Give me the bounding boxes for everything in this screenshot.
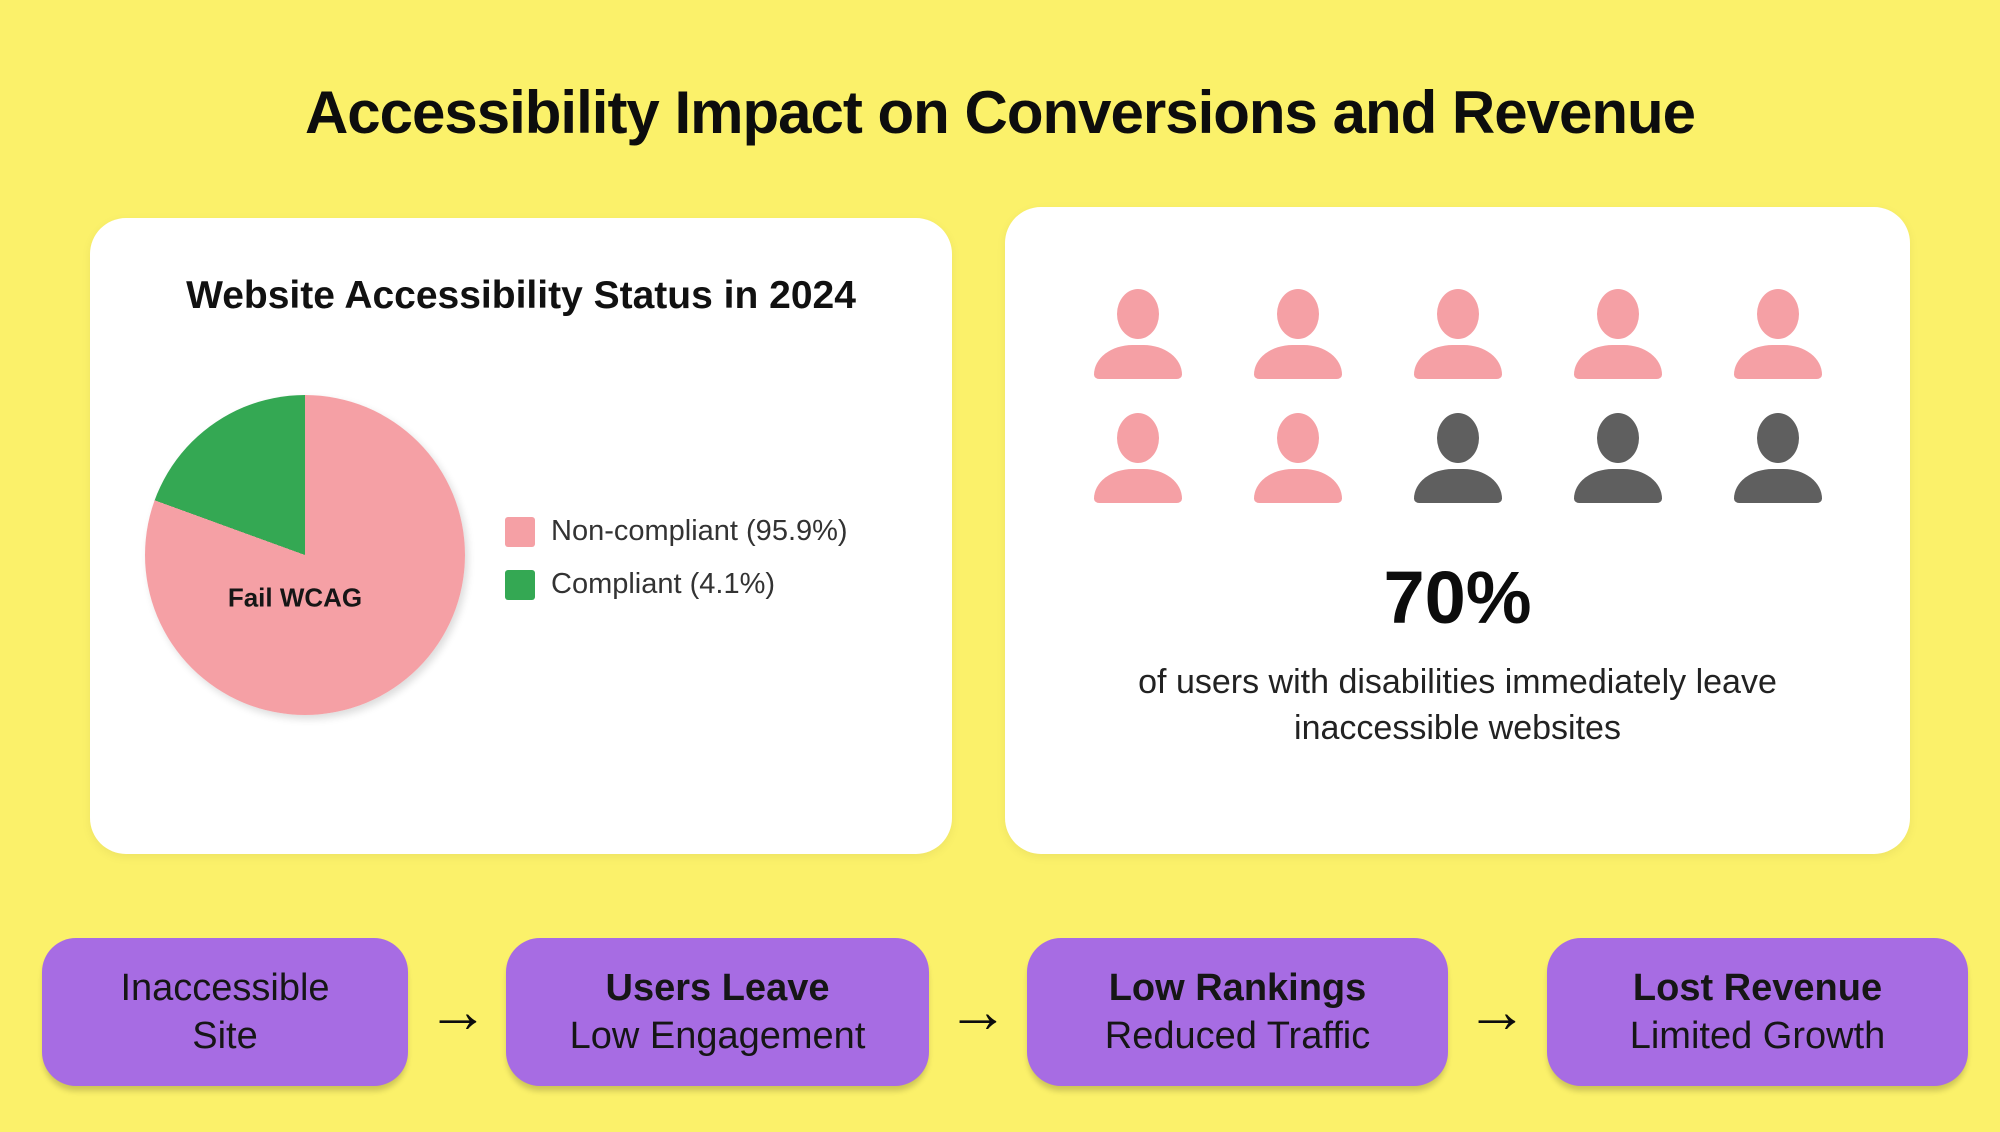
right-arrow-icon: → [427, 977, 489, 1046]
person-head [1116, 289, 1159, 339]
person-icon-leaving [1253, 413, 1342, 503]
person-head [1756, 413, 1799, 463]
person-torso [1573, 469, 1662, 503]
flow-step-line1: Lost Revenue [1632, 967, 1883, 1009]
pie-chart [145, 395, 465, 715]
flow-step-line2: Site [192, 1015, 258, 1057]
flow-step-inaccessible-site: Inaccessible Site [42, 938, 408, 1086]
flow-step-lost-revenue: Lost Revenue Limited Growth [1547, 938, 1968, 1086]
person-head [1596, 413, 1639, 463]
person-icon-staying [1573, 413, 1662, 503]
right-arrow-icon: → [1466, 977, 1528, 1046]
page-title: Accessibility Impact on Conversions and … [304, 79, 1696, 146]
flow-step-line2: Reduced Traffic [1104, 1015, 1371, 1057]
person-icon-leaving [1253, 289, 1342, 379]
flow-step-line2: Limited Growth [1629, 1015, 1886, 1057]
pie-slice-label: Fail WCAG [227, 582, 363, 613]
stat-caption-line2: inaccessible websites [1294, 709, 1621, 747]
flow-step-line1: Users Leave [605, 967, 830, 1009]
person-head [1436, 413, 1479, 463]
person-torso [1093, 345, 1182, 379]
person-icon-leaving [1733, 289, 1822, 379]
person-torso [1733, 469, 1822, 503]
legend-item-compliant: Compliant (4.1%) [505, 568, 848, 601]
legend-swatch-noncompliant [505, 516, 535, 547]
flow-step-line1: Low Rankings [1108, 967, 1367, 1009]
person-torso [1413, 345, 1502, 379]
legend-item-noncompliant: Non-compliant (95.9%) [505, 515, 848, 548]
legend-swatch-compliant [505, 569, 535, 600]
person-icon-staying [1733, 413, 1822, 503]
person-head [1276, 289, 1319, 339]
person-torso [1253, 469, 1342, 503]
person-torso [1733, 345, 1822, 379]
person-head [1436, 289, 1479, 339]
pictogram-row [1093, 289, 1822, 379]
person-icon-leaving [1413, 289, 1502, 379]
pie-chart-title: Website Accessibility Status in 2024 [186, 274, 856, 317]
stat-caption: of users with disabilities immediately l… [1005, 659, 1910, 751]
person-icon-leaving [1573, 289, 1662, 379]
legend-label-noncompliant: Non-compliant (95.9%) [551, 515, 848, 547]
pie-legend: Non-compliant (95.9%) Compliant (4.1%) [505, 515, 848, 601]
person-torso [1253, 345, 1342, 379]
pictogram-row [1093, 413, 1822, 503]
flow-step-line2: Low Engagement [569, 1015, 866, 1057]
person-head [1756, 289, 1799, 339]
pie-chart-card: Website Accessibility Status in 2024 Fai… [90, 218, 952, 854]
right-arrow-icon: → [947, 977, 1009, 1046]
legend-label-compliant: Compliant (4.1%) [551, 568, 776, 600]
stat-card: 70% of users with disabilities immediate… [1005, 207, 1910, 854]
person-head [1596, 289, 1639, 339]
pictogram-grid [1005, 289, 1910, 503]
person-icon-leaving [1093, 413, 1182, 503]
person-torso [1573, 345, 1662, 379]
person-torso [1413, 469, 1502, 503]
person-icon-leaving [1093, 289, 1182, 379]
person-torso [1093, 469, 1182, 503]
flow-step-users-leave: Users Leave Low Engagement [506, 938, 929, 1086]
person-head [1116, 413, 1159, 463]
person-head [1276, 413, 1319, 463]
stat-caption-line1: of users with disabilities immediately l… [1138, 663, 1777, 701]
person-icon-staying [1413, 413, 1502, 503]
flow-step-low-rankings: Low Rankings Reduced Traffic [1027, 938, 1448, 1086]
flow-step-line1: Inaccessible [120, 967, 330, 1009]
stat-value: 70% [1383, 556, 1532, 639]
